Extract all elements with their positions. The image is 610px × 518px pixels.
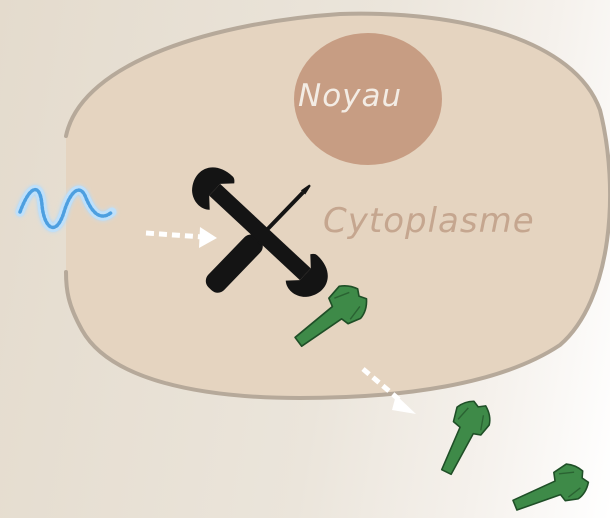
cytoplasm-label: Cytoplasme xyxy=(323,201,535,241)
protein-icon xyxy=(508,459,593,518)
protein-icon xyxy=(429,395,496,480)
nucleus-label: Noyau xyxy=(298,78,402,114)
